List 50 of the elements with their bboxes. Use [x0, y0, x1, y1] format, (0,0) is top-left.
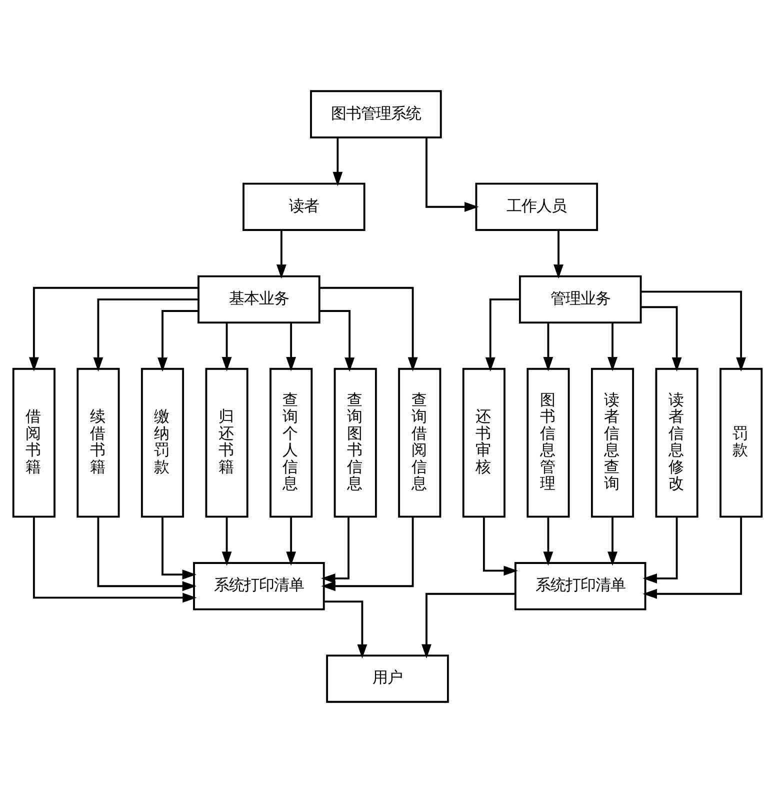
node-box: 缴纳罚款	[140, 367, 184, 518]
arrow	[222, 516, 232, 566]
node-box: 基本业务	[198, 274, 320, 324]
arrow	[608, 322, 618, 371]
arrow	[608, 516, 618, 566]
arrow	[286, 322, 296, 371]
node-box: 系统打印清单	[193, 562, 325, 610]
node-box: 查询借阅信息	[398, 367, 442, 518]
node-box: 借阅书籍	[12, 367, 56, 518]
node-box: 续借书籍	[76, 367, 120, 518]
arrow	[640, 306, 682, 372]
arrow	[28, 286, 198, 371]
node-box: 用户	[326, 654, 449, 702]
node-box: 查询个人信息	[270, 367, 313, 518]
arrow	[321, 516, 350, 583]
arrow	[642, 516, 678, 583]
arrow	[642, 516, 742, 598]
node-box: 图书管理系统	[310, 90, 442, 138]
arrow	[319, 310, 355, 372]
arrow	[641, 290, 746, 371]
arrow	[32, 516, 197, 602]
arrow	[276, 230, 286, 278]
arrow	[543, 516, 554, 566]
node-box: 图书信息管理	[526, 367, 570, 518]
node-box: 读者	[242, 182, 366, 230]
node-box: 罚款	[720, 367, 763, 518]
node-box: 读者信息修改	[655, 367, 698, 518]
arrow	[426, 137, 479, 212]
arrow	[321, 516, 414, 591]
arrow	[286, 516, 296, 566]
arrow	[543, 322, 554, 371]
node-box: 管理业务	[518, 274, 642, 324]
arrow	[482, 516, 518, 576]
arrow	[222, 322, 232, 371]
node-box: 系统打印清单	[514, 562, 646, 610]
node-box: 读者信息查询	[590, 367, 634, 518]
arrow	[93, 298, 198, 371]
arrow	[320, 286, 418, 371]
node-box: 工作人员	[475, 182, 598, 230]
arrow	[554, 230, 564, 278]
node-box: 还书审核	[462, 367, 506, 518]
node-box: 归还书籍	[205, 367, 248, 518]
arrow	[158, 310, 198, 372]
arrow	[332, 137, 343, 186]
arrow	[485, 298, 520, 371]
arrow	[162, 516, 196, 580]
arrow	[324, 600, 368, 658]
node-box: 查询图书信息	[334, 367, 377, 518]
arrow	[422, 592, 516, 658]
arrow	[97, 516, 196, 591]
